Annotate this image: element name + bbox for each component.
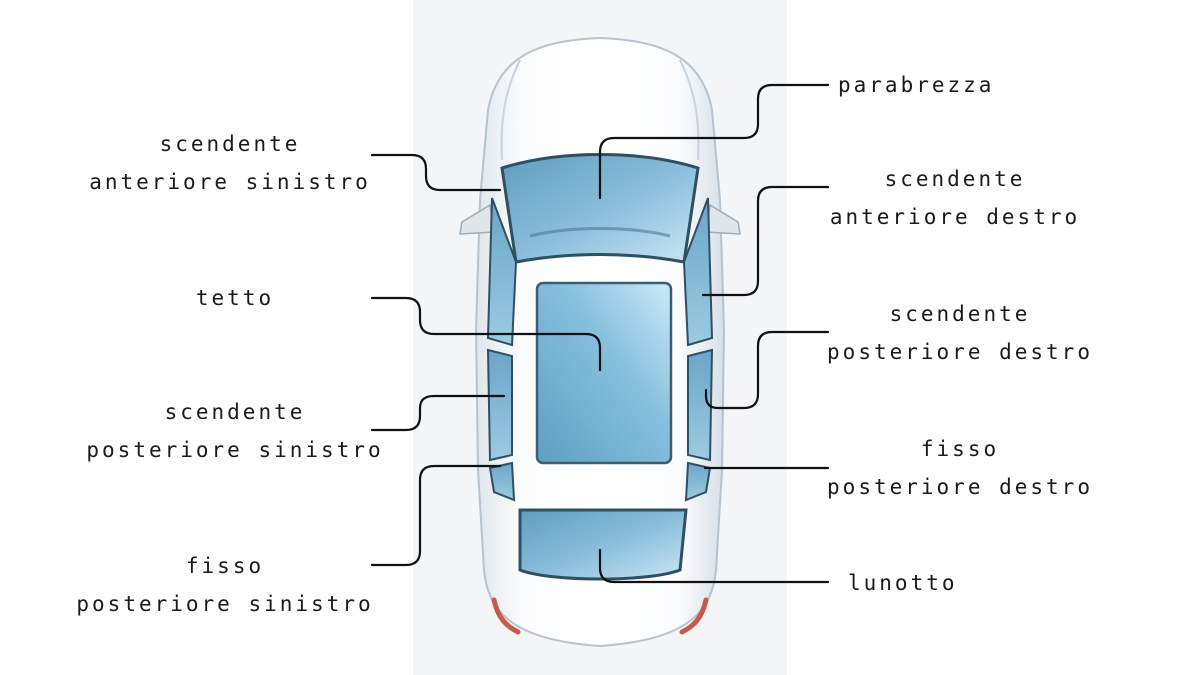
leader-roof [370,296,602,372]
label-rear-window: lunotto [848,571,958,595]
roof-glass [535,281,673,465]
right-rear-window [687,348,714,462]
left-front-window [486,197,518,347]
right-fixed-window [684,461,712,502]
right-mirror [705,203,741,235]
label-rear-right-door: scendente posteriore destro [827,302,1093,364]
right-tail-light [679,597,709,635]
label-roof: tetto [195,286,275,310]
label-rear-right-fixed: fisso posteriore destro [827,437,1093,499]
leader-front-left [370,153,502,192]
label-parabrezza: parabrezza [838,73,995,97]
right-front-window [682,197,714,347]
leader-rear-left-door [370,394,506,432]
leader-rear-right-door [704,330,830,410]
left-rear-window [486,348,513,462]
leader-front-right [701,185,830,297]
left-fixed-window [488,461,516,502]
left-mirror [459,203,495,235]
rear-window-glass [518,508,688,581]
leader-parabrezza [598,83,830,200]
windshield-glass [500,153,700,264]
leader-rear-window [598,548,830,584]
label-front-right: scendente anteriore destro [829,167,1081,229]
leader-rear-left-fixed [370,464,502,567]
label-rear-left-door: scendente posteriore sinistro [86,400,384,462]
left-tail-light [491,597,521,635]
label-rear-left-fixed: fisso posteriore sinistro [76,554,374,616]
label-front-left: scendente anteriore sinistro [89,132,371,194]
